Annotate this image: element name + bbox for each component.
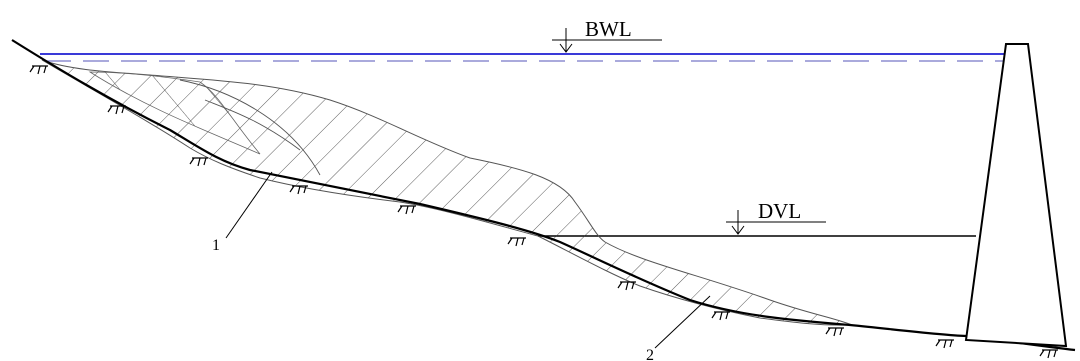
sediment-deposit	[41, 59, 853, 326]
dvl-marker: DVL	[726, 199, 826, 235]
bwl-marker: BWL	[552, 17, 662, 53]
backwater-surface	[40, 53, 1006, 62]
callout-2-label: 2	[646, 347, 654, 361]
soil-symbol	[711, 311, 730, 321]
soil-symbol	[189, 157, 208, 167]
soil-symbol	[289, 185, 308, 195]
sediment-layer-upper	[88, 71, 261, 155]
soil-symbol	[825, 327, 844, 337]
soil-symbol	[935, 339, 954, 349]
dvl-label: DVL	[758, 199, 801, 223]
callout-2: 2	[646, 295, 711, 361]
sediment-inner-curve	[179, 79, 321, 176]
bwl-label: BWL	[585, 17, 632, 41]
soil-symbols	[29, 65, 1058, 359]
sediment-inner-curve-2	[204, 99, 301, 151]
soil-symbol	[397, 205, 416, 215]
soil-symbol	[617, 281, 636, 291]
soil-symbol	[29, 65, 48, 75]
callout-1-label: 1	[212, 237, 220, 254]
reservoir-bed	[11, 39, 1076, 352]
dam-structure	[964, 43, 1068, 348]
soil-symbol	[507, 237, 526, 247]
callout-1: 1	[212, 171, 273, 254]
soil-symbol	[107, 105, 126, 115]
soil-symbol	[1039, 349, 1058, 359]
